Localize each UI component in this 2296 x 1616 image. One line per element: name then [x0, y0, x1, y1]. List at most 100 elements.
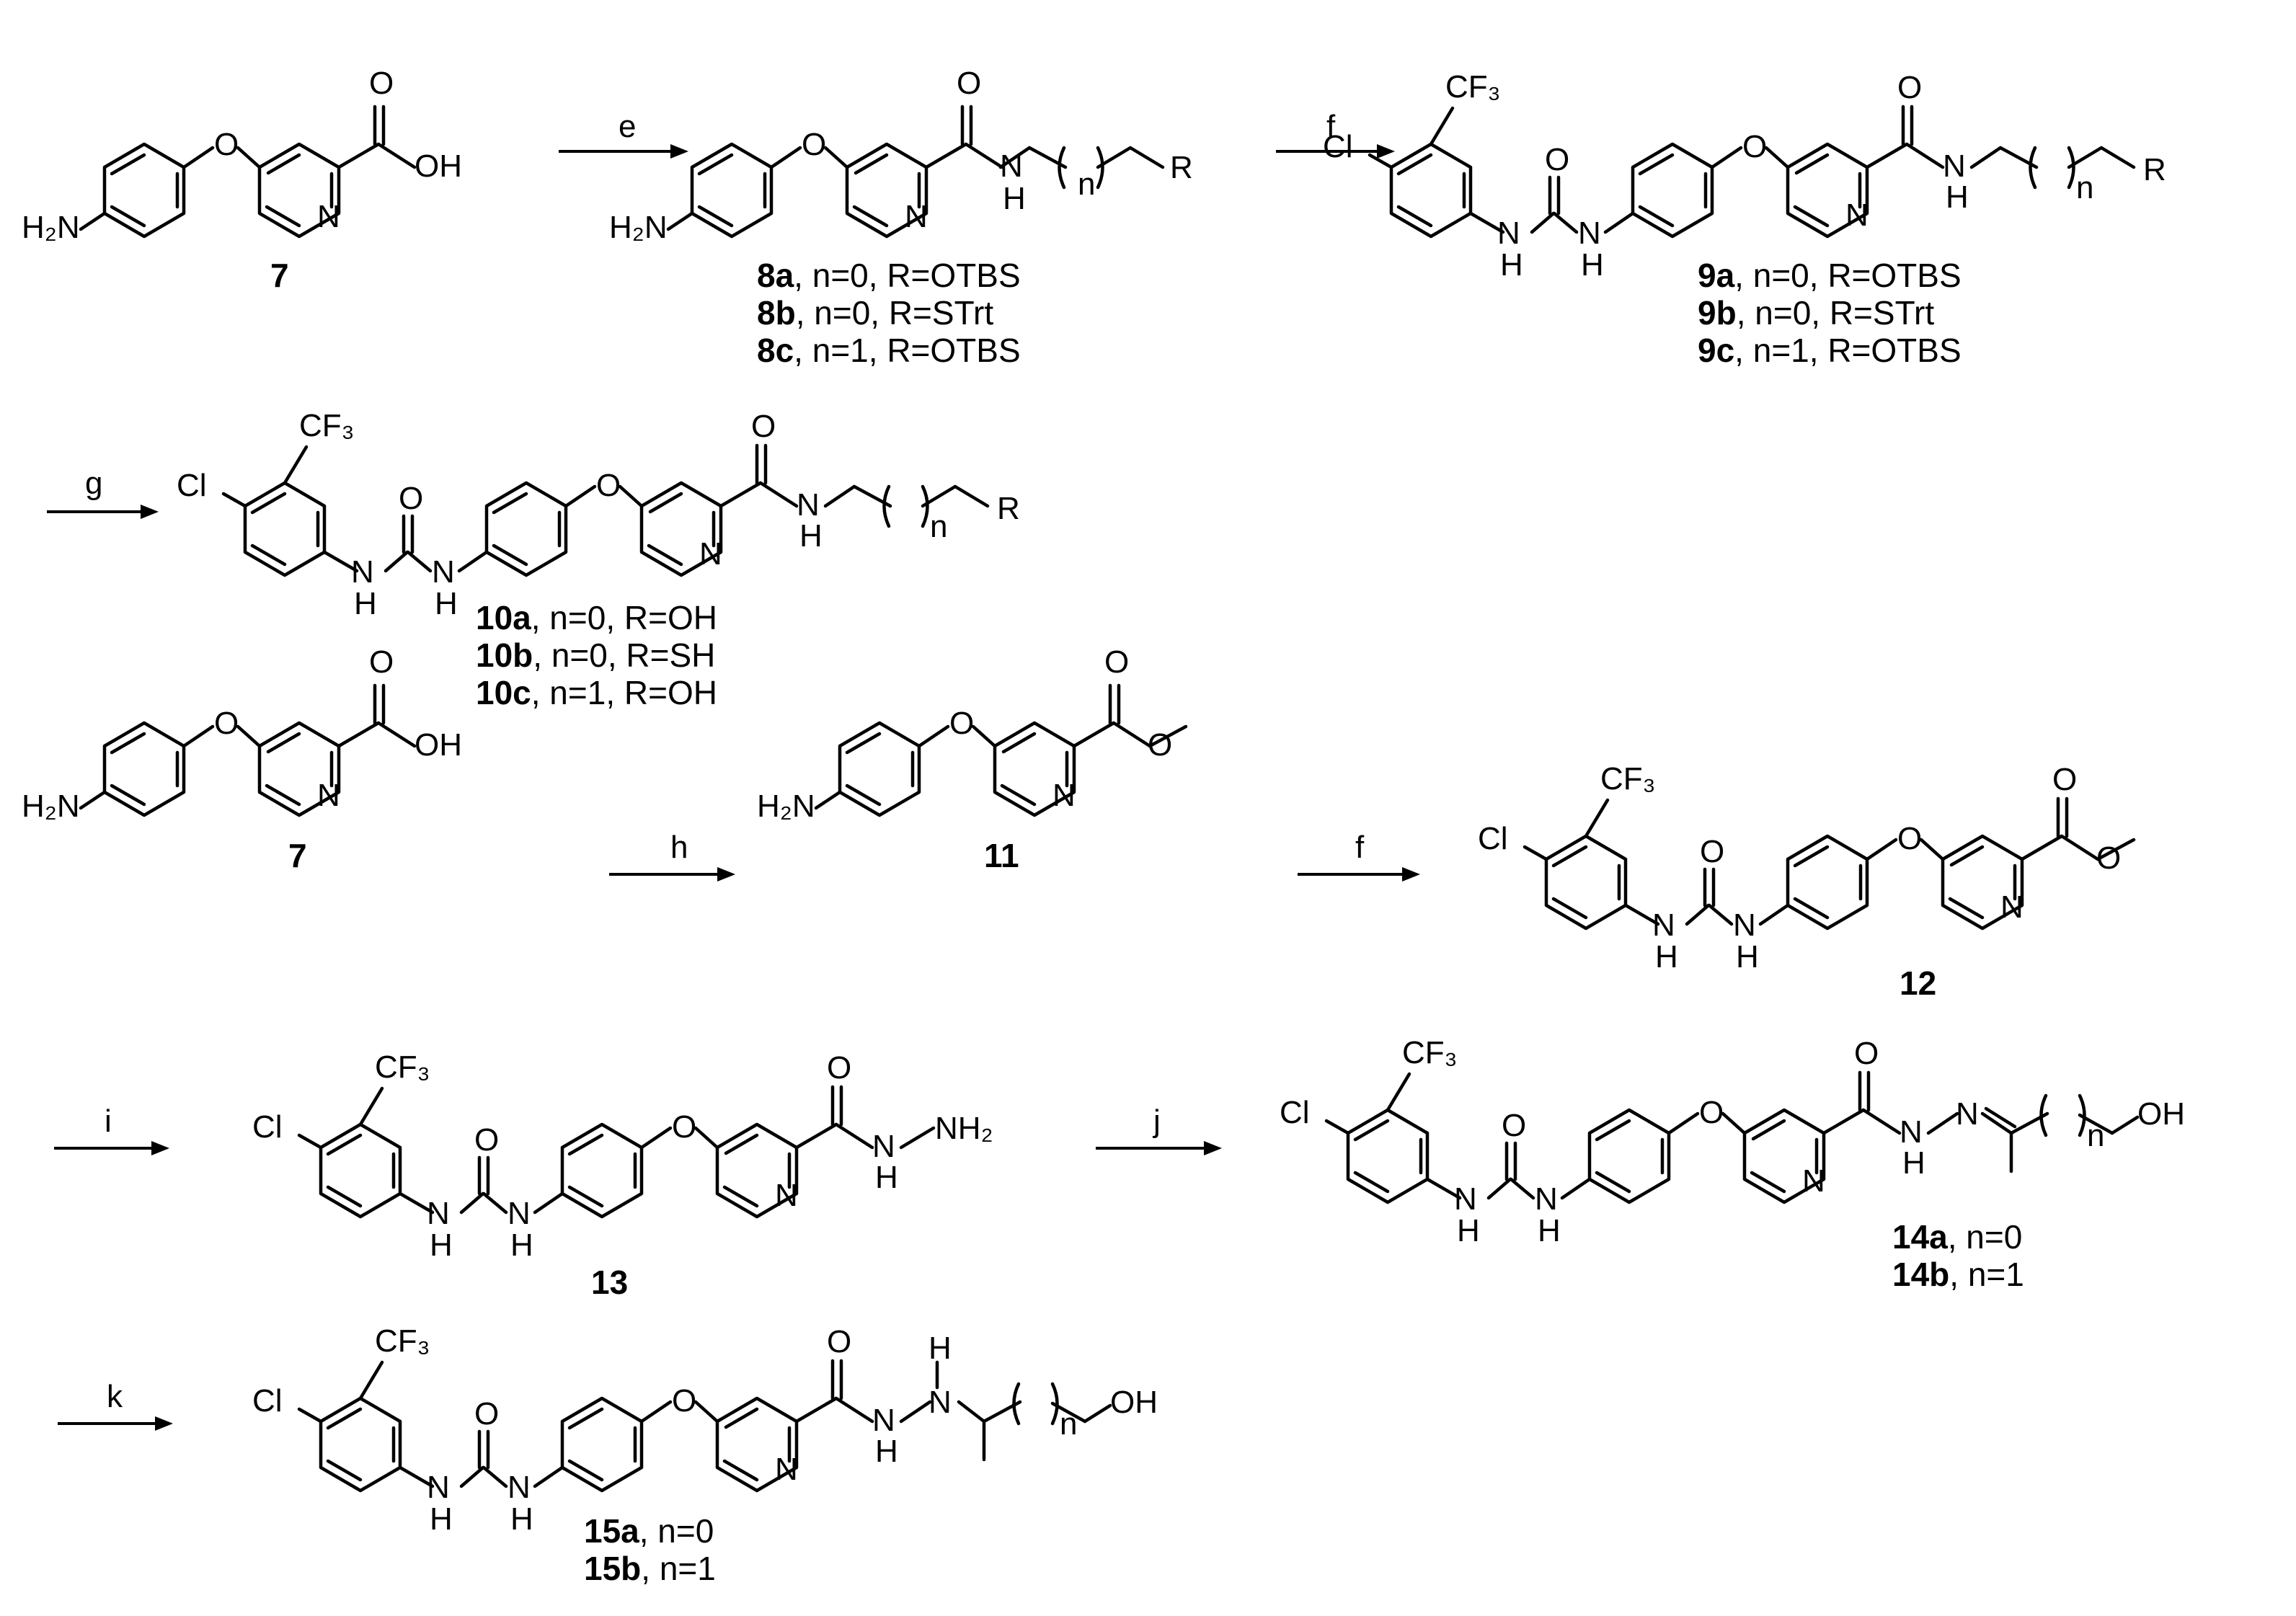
atom-O: O — [369, 644, 394, 680]
atom-H: H — [1736, 939, 1759, 975]
atom-OH: OH — [415, 727, 462, 763]
atom-OH: OH — [415, 148, 462, 184]
atom-n: n — [1060, 1406, 1077, 1442]
atom-Cl: Cl — [1280, 1095, 1310, 1130]
atom-O: O — [474, 1396, 499, 1431]
reagent-e: e — [619, 109, 636, 144]
atom-H: H — [510, 1501, 533, 1537]
atom-N: N — [317, 199, 340, 234]
atom-NH2: NH₂ — [935, 1111, 993, 1146]
arrow-j: j — [1096, 1104, 1222, 1155]
atom-H: H — [1500, 247, 1523, 283]
atom-N: N — [775, 1452, 798, 1487]
compound-label-10c: 10c, n=1, R=OH — [476, 674, 717, 711]
atom-O: O — [1545, 142, 1569, 177]
atom-N: N — [872, 1403, 895, 1438]
atom-H: H — [430, 1501, 453, 1537]
atom-O: O — [1502, 1108, 1526, 1143]
atom-O: O — [369, 66, 394, 101]
atom-N: N — [1454, 1181, 1477, 1217]
atom-N: N — [1652, 907, 1675, 943]
atom-O: O — [1148, 727, 1172, 763]
atom-H: H — [430, 1227, 453, 1263]
atom-H: H — [1946, 179, 1969, 215]
atom-N: N — [797, 487, 820, 523]
atom-OH: OH — [2137, 1096, 2185, 1132]
atom-CF3: CF₃ — [299, 408, 355, 443]
atom-O: O — [1699, 1095, 1724, 1130]
atom-H2N: H₂N — [609, 210, 668, 245]
atom-O: O — [214, 127, 239, 162]
atom-N: N — [872, 1129, 895, 1164]
compound-10: Cl CF₃ N H O N H O N O N H n R 10a, n=0,… — [177, 408, 1020, 711]
arrow-f-2: f — [1298, 830, 1420, 882]
atom-H: H — [510, 1227, 533, 1263]
compound-7-bottom: H₂N O N O OH 7 — [22, 644, 462, 874]
compound-label-9a: 9a, n=0, R=OTBS — [1698, 257, 1962, 294]
atom-O: O — [1700, 834, 1724, 869]
atom-N: N — [1052, 778, 1076, 813]
arrow-i: i — [54, 1104, 169, 1155]
atom-O: O — [474, 1122, 499, 1158]
atom-O: O — [1104, 644, 1129, 680]
compound-label-15a: 15a, n=0 — [584, 1512, 714, 1550]
atom-O: O — [1897, 821, 1922, 856]
atom-O: O — [399, 481, 423, 516]
atom-N: N — [928, 1385, 952, 1420]
atom-N: N — [905, 199, 928, 234]
compound-label-7: 7 — [288, 837, 307, 874]
atom-CF3: CF₃ — [375, 1049, 430, 1085]
compound-label-14b: 14b, n=1 — [1892, 1256, 2024, 1293]
compound-14: Cl CF₃ N H O N H O N O N H N n OH 14a, n… — [1280, 1035, 2185, 1293]
atom-H: H — [1457, 1213, 1480, 1248]
atom-Cl: Cl — [1478, 821, 1508, 856]
arrow-h: h — [609, 830, 735, 882]
compound-label-7: 7 — [270, 257, 289, 294]
atom-H: H — [1655, 939, 1678, 975]
compound-label-8b: 8b, n=0, R=STrt — [757, 294, 993, 332]
arrow-k: k — [58, 1379, 173, 1431]
atom-H2N: H₂N — [22, 210, 80, 245]
atom-O: O — [596, 468, 621, 503]
compound-label-9b: 9b, n=0, R=STrt — [1698, 294, 1934, 332]
atom-N: N — [1943, 148, 1966, 184]
atom-H: H — [1538, 1213, 1561, 1248]
atom-CF3: CF₃ — [375, 1323, 430, 1359]
atom-N: N — [1535, 1181, 1558, 1217]
atom-N: N — [317, 778, 340, 813]
atom-O: O — [827, 1324, 851, 1359]
atom-H2N: H₂N — [757, 789, 815, 824]
atom-N: N — [775, 1178, 798, 1213]
compound-label-12: 12 — [1900, 964, 1936, 1002]
compound-12: Cl CF₃ N H O N H O N O O 12 — [1478, 761, 2136, 1002]
atom-n: n — [1078, 167, 1095, 202]
compound-label-11: 11 — [984, 837, 1019, 874]
atom-N: N — [507, 1196, 531, 1231]
atom-CF3: CF₃ — [1402, 1035, 1458, 1070]
atom-H: H — [875, 1434, 898, 1469]
atom-N: N — [507, 1470, 531, 1505]
arrow-e: e — [559, 109, 688, 159]
atom-Cl: Cl — [177, 468, 207, 503]
compound-label-15b: 15b, n=1 — [584, 1550, 716, 1587]
atom-O: O — [949, 706, 974, 741]
atom-H: H — [875, 1160, 898, 1195]
atom-R: R — [1170, 150, 1193, 185]
compound-13: Cl CF₃ N H O N H O N O N H NH₂ 13 — [252, 1049, 993, 1301]
atom-H: H — [928, 1331, 952, 1366]
atom-H: H — [1902, 1145, 1925, 1181]
atom-N: N — [1578, 216, 1601, 251]
reagent-g: g — [85, 466, 102, 501]
atom-H: H — [799, 518, 823, 554]
atom-O: O — [957, 66, 981, 101]
atom-OH: OH — [1110, 1385, 1158, 1420]
atom-O: O — [1897, 70, 1922, 105]
atom-N: N — [427, 1470, 450, 1505]
atom-H: H — [1003, 181, 1026, 216]
atom-O: O — [672, 1383, 696, 1419]
compound-8: H₂N O N O N H n R 8a, n=0, R=OTBS 8b, n=… — [609, 66, 1193, 369]
compound-9: Cl CF₃ N H O N H O N O N H n R 9a, n=0, … — [1323, 69, 2166, 369]
atom-N: N — [1802, 1163, 1825, 1199]
atom-N: N — [1497, 216, 1520, 251]
